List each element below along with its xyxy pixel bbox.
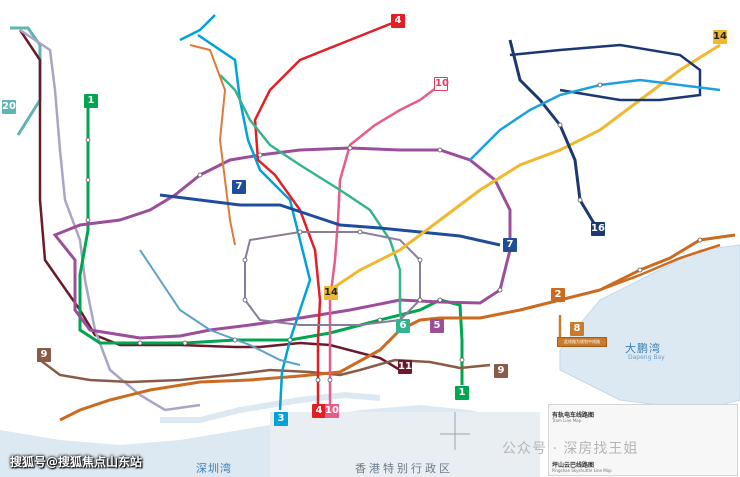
line-4-south-badge: 4 [312,404,326,418]
river-channel [160,391,381,423]
line-3-east-track [469,78,721,161]
line-9-west-badge: 9 [37,348,51,362]
line-1-terminal-badge: 1 [455,386,469,400]
dapeng-bay-en-label: Dapeng Bay [628,354,665,361]
line-14-ne-badge: 14 [713,30,727,44]
line-1-badge: 1 [84,94,98,108]
line-1-track [78,98,464,385]
skyshuttle-legend-title: 坪山云巴线路图 [552,462,595,469]
line-16-badge: 16 [591,222,605,236]
sohu-watermark: 搜狐号@搜狐焦点山东站 [10,455,143,469]
line-4-north-badge: 4 [391,14,405,28]
line-2-track [59,233,736,422]
line-8-planned-note: 此线路为规划中线路 [557,337,607,347]
line-7-east-badge: 7 [503,238,517,252]
line-6-badge: 6 [396,319,410,333]
line-2-east-track [599,243,721,292]
line-11-badge: 11 [398,360,412,374]
line-20-badge: 20 [2,100,16,114]
tram-legend-subtitle: Tram Line Map [552,418,582,423]
shenzhen-bay-label: 深圳湾 [196,462,232,475]
line-14-track [329,43,721,292]
line-16-track [508,39,597,226]
line-5-badge: 5 [430,319,444,333]
line-13-track [189,44,236,246]
line-3-badge: 3 [274,412,288,426]
line-8-badge: 8 [570,322,584,336]
hongkong-region-label: 香港特别行政区 [355,462,453,475]
legend-box [548,404,738,476]
skyshuttle-legend-subtitle: Pingshan Skyshuttle Line Map [552,468,612,473]
line-2-badge: 2 [551,288,565,302]
line-9-track [39,358,491,384]
line-20-track [10,26,42,136]
line-10-north-badge: 10 [434,77,449,91]
line-7-west-badge: 7 [232,180,246,194]
line-4-track [253,20,396,405]
dapeng-bay-label: 大鹏湾 [625,342,661,355]
line-3-track [179,14,312,411]
line-11-track [18,29,401,372]
tram-legend-title: 有轨电车线路图 [552,412,595,419]
line-16-loop [509,43,702,102]
line-10-south-badge: 10 [325,404,339,418]
hk-region [270,412,540,477]
line-7-track [159,193,501,247]
line-6b-track [139,249,301,366]
line-9-east-badge: 9 [494,364,508,378]
line-10-track [328,84,441,405]
wechat-watermark: 公众号 · 深房找王姐 [502,441,639,457]
line-6-track [219,74,404,326]
line-14-center-badge: 14 [324,286,338,300]
line-5-track [52,146,512,340]
